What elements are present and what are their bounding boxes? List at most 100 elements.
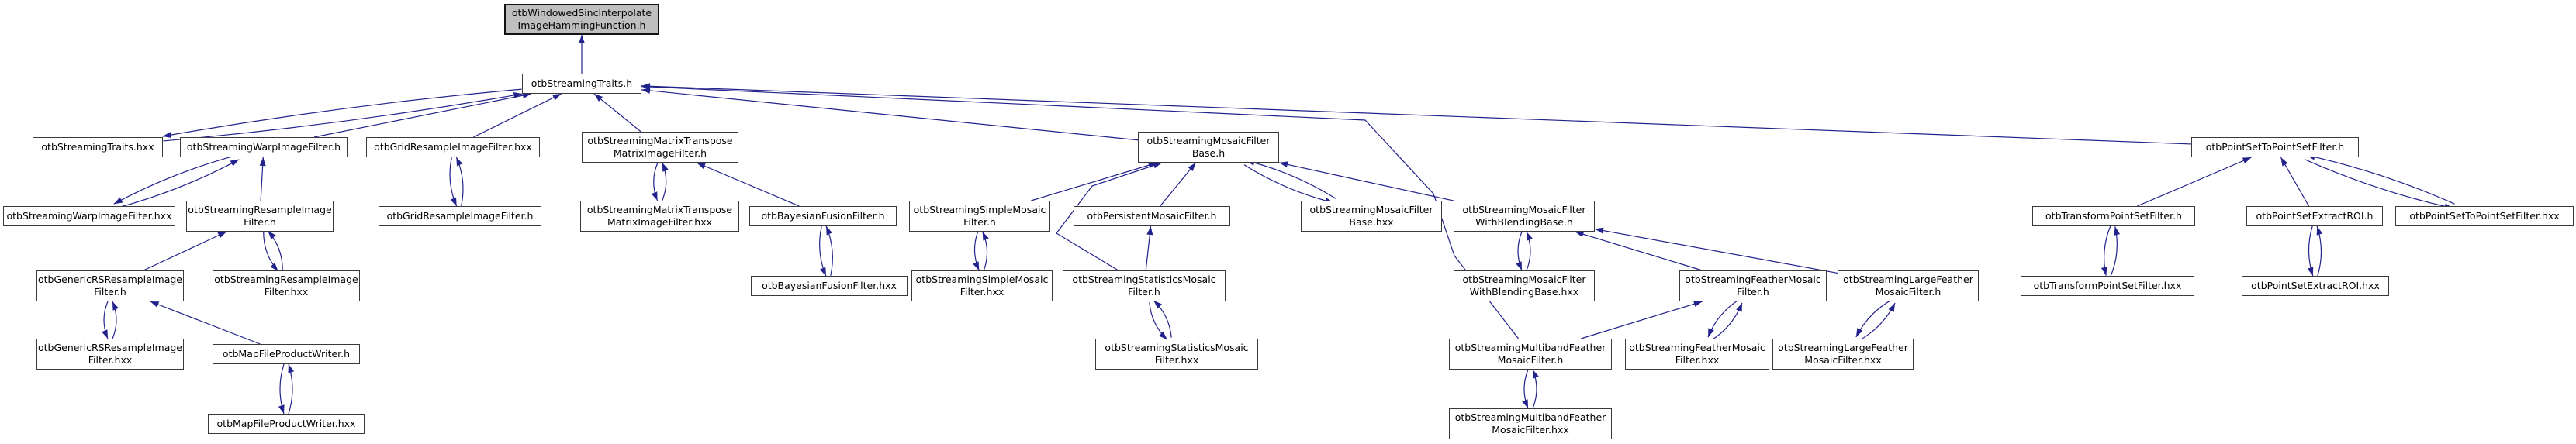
edge-arrowhead (1575, 231, 1585, 238)
edge-line (115, 159, 240, 209)
edge-arrowhead (150, 301, 160, 308)
edge-line (696, 162, 800, 207)
edge-arrowhead (1279, 161, 1288, 168)
edge-line (150, 301, 261, 345)
node-largefeather-h[interactable]: otbStreamingLargeFeather MosaicFilter.h (1838, 270, 1979, 301)
edge-line (1031, 162, 1157, 201)
edge-arrowhead (230, 159, 240, 167)
edge-line (2280, 157, 2310, 207)
node-withblending-hxx[interactable]: otbStreamingMosaicFilter WithBlendingBas… (1454, 270, 1595, 301)
edge-arrowhead (259, 157, 266, 167)
edge-line (1153, 300, 1172, 338)
node-transform-hxx[interactable]: otbTransformPointSetFilter.hxx (2021, 276, 2194, 296)
edge-line (1581, 301, 1703, 339)
edge-arrowhead (973, 261, 980, 271)
edge-line (593, 93, 641, 133)
edge-arrowhead (819, 267, 826, 277)
edge-arrowhead (112, 301, 119, 311)
edge-arrowhead (2242, 157, 2252, 164)
edge-arrowhead (552, 94, 562, 101)
node-warp-h[interactable]: otbStreamingWarpImageFilter.h (180, 137, 348, 157)
node-streamresample-h[interactable]: otbStreamingResampleImage Filter.h (186, 201, 334, 232)
edge-arrowhead (2101, 267, 2107, 276)
edge-line (2305, 159, 2453, 209)
node-streamresample-hxx[interactable]: otbStreamingResampleImage Filter.hxx (213, 270, 360, 301)
edge-arrowhead (641, 84, 651, 91)
edge-arrowhead (697, 163, 706, 169)
node-mosaicbase-h[interactable]: otbStreamingMosaicFilter Base.h (1138, 132, 1279, 163)
node-gridresample-h[interactable]: otbGridResampleImageFilter.h (379, 206, 541, 226)
edge-arrowhead (1527, 232, 1533, 241)
node-feather-hxx[interactable]: otbStreamingFeatherMosaic Filter.hxx (1625, 339, 1769, 370)
edge-arrowhead (1693, 301, 1703, 308)
node-bayesian-hxx[interactable]: otbBayesianFusionFilter.hxx (751, 276, 908, 296)
node-mtranspose-h[interactable]: otbStreamingMatrixTranspose MatrixImageF… (582, 132, 738, 163)
edge-arrowhead (826, 225, 833, 236)
edge-arrowhead (2280, 157, 2288, 167)
node-genericrs-h[interactable]: otbGenericRSResampleImage Filter.h (36, 270, 184, 301)
edge-line (2137, 157, 2252, 207)
node-ps2ps-hxx[interactable]: otbPointSetToPointSetFilter.hxx (2395, 206, 2574, 226)
edge-arrowhead (2307, 267, 2314, 277)
node-root: otbWindowedSincInterpolate ImageHammingF… (504, 4, 659, 35)
edge-arrowhead (1888, 303, 1896, 312)
edge-arrowhead (456, 157, 463, 167)
edge-arrowhead (513, 92, 523, 98)
edge-arrowhead (268, 230, 276, 239)
node-mosaicbase-hxx[interactable]: otbStreamingMosaicFilter Base.hxx (1301, 201, 1442, 232)
node-multiband-h[interactable]: otbStreamingMultibandFeather MosaicFilte… (1449, 339, 1612, 370)
node-statistics-h[interactable]: otbStreamingStatisticsMosaic Filter.h (1063, 270, 1226, 301)
edge-arrowhead (1516, 261, 1522, 270)
node-mapfile-h[interactable]: otbMapFileProductWriter.h (213, 344, 360, 364)
edge-arrowhead (1595, 227, 1604, 234)
edge-arrowhead (2316, 225, 2323, 236)
node-traits-h[interactable]: otbStreamingTraits.h (522, 74, 641, 94)
edge-arrowhead (2114, 226, 2121, 236)
edge-arrowhead (1153, 162, 1162, 169)
node-traits-hxx[interactable]: otbStreamingTraits.hxx (33, 137, 163, 157)
edge-arrowhead (982, 231, 989, 241)
edge-arrowhead (278, 404, 285, 414)
edge-arrowhead (1522, 399, 1528, 408)
node-gridresample-hxx[interactable]: otbGridResampleImageFilter.hxx (366, 137, 540, 157)
edge-arrowhead (1533, 370, 1539, 379)
node-simplemosaic-hxx[interactable]: otbStreamingSimpleMosaic Filter.hxx (911, 270, 1053, 301)
node-extractroi-hxx[interactable]: otbPointSetExtractROI.hxx (2242, 276, 2389, 296)
node-largefeather-hxx[interactable]: otbStreamingLargeFeather MosaicFilter.hx… (1772, 339, 1914, 370)
node-withblending-h[interactable]: otbStreamingMosaicFilter WithBlendingBas… (1454, 201, 1595, 232)
edge-arrowhead (288, 364, 295, 373)
node-warp-hxx[interactable]: otbStreamingWarpImageFilter.hxx (3, 206, 175, 226)
edge-line (1243, 164, 1334, 204)
edge-arrowhead (1188, 163, 1196, 172)
edge-arrowhead (113, 197, 123, 205)
edge-arrowhead (594, 94, 603, 102)
node-bayesian-h[interactable]: otbBayesianFusionFilter.h (749, 206, 897, 226)
edge-arrowhead (1736, 302, 1742, 312)
edge-line (1575, 231, 1703, 271)
edge-arrowhead (217, 232, 227, 239)
edge-arrowhead (102, 329, 108, 339)
edge-arrowhead (450, 197, 457, 207)
edge-arrowhead (662, 163, 669, 172)
edge-arrowhead (1708, 328, 1714, 338)
node-mtranspose-hxx[interactable]: otbStreamingMatrixTranspose MatrixImageF… (580, 201, 739, 232)
edge-line (641, 89, 1139, 141)
node-genericrs-hxx[interactable]: otbGenericRSResampleImage Filter.hxx (36, 339, 184, 370)
node-mapfile-hxx[interactable]: otbMapFileProductWriter.hxx (208, 414, 365, 434)
node-feather-h[interactable]: otbStreamingFeatherMosaic Filter.h (1679, 270, 1827, 301)
edge-line (1246, 160, 1336, 199)
edge-line (162, 88, 522, 137)
node-transform-h[interactable]: otbTransformPointSetFilter.h (2032, 206, 2195, 226)
edge-arrowhead (1855, 328, 1863, 337)
node-persistent-h[interactable]: otbPersistentMosaicFilter.h (1074, 206, 1230, 226)
edge-arrowhead (651, 191, 658, 201)
node-ps2ps-h[interactable]: otbPointSetToPointSetFilter.h (2191, 137, 2359, 157)
edge-arrowhead (162, 132, 172, 139)
node-statistics-hxx[interactable]: otbStreamingStatisticsMosaic Filter.hxx (1095, 339, 1258, 370)
node-simplemosaic-h[interactable]: otbStreamingSimpleMosaic Filter.h (909, 201, 1050, 232)
edge-arrowhead (522, 92, 531, 99)
node-extractroi-h[interactable]: otbPointSetExtractROI.h (2246, 206, 2383, 226)
node-multiband-hxx[interactable]: otbStreamingMultibandFeather MosaicFilte… (1449, 408, 1612, 439)
edge-line (113, 154, 238, 205)
edge-line (1278, 162, 1454, 201)
